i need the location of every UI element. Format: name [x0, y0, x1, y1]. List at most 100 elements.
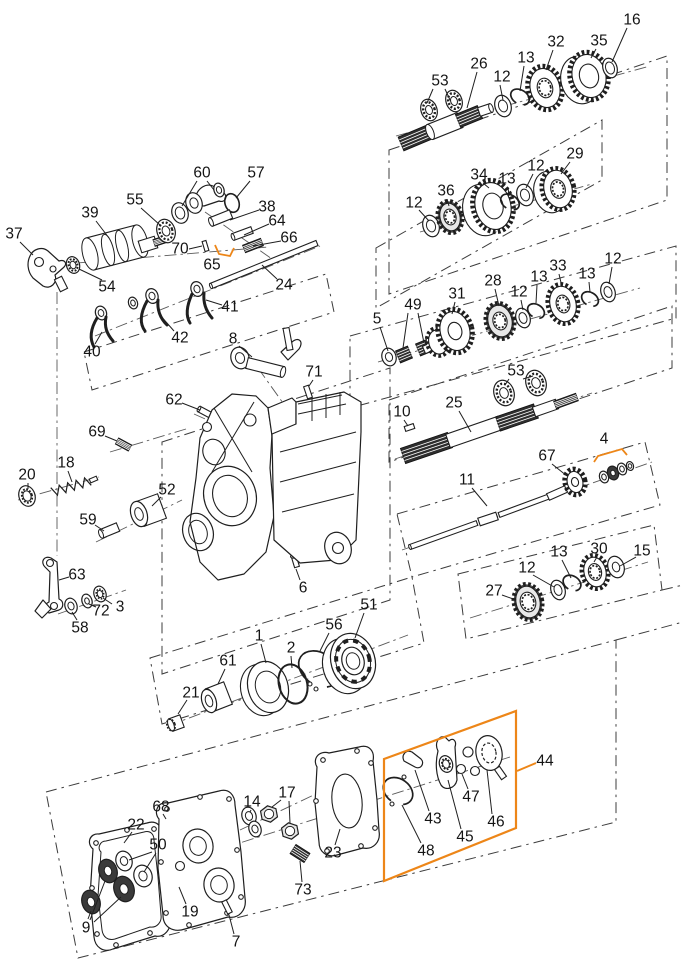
- leader-line-59: [94, 524, 105, 532]
- part-label-32: 32: [547, 34, 564, 51]
- assembly-group-boxes: [45, 55, 684, 959]
- part-label-59: 59: [79, 512, 96, 529]
- leader-line-26: [466, 71, 478, 109]
- part-label-63: 63: [68, 567, 85, 584]
- part-label-72: 72: [92, 603, 109, 620]
- parts-artwork: [18, 49, 635, 951]
- part-label-12: 12: [405, 195, 422, 212]
- leader-line-64: [243, 223, 270, 236]
- part-label-69: 69: [88, 424, 105, 441]
- part-label-35: 35: [590, 33, 607, 50]
- part-label-62: 62: [165, 392, 182, 409]
- part-label-4: 4: [600, 431, 609, 448]
- part-label-31: 31: [448, 286, 465, 303]
- part-label-36: 36: [437, 183, 454, 200]
- leader-line-12: [520, 299, 524, 311]
- part-label-1: 1: [255, 628, 264, 645]
- leader-line-13: [519, 65, 525, 92]
- part-label-40: 40: [83, 344, 101, 361]
- part-label-13: 13: [578, 266, 595, 283]
- leader-line-12: [418, 209, 430, 222]
- part-label-67: 67: [538, 448, 555, 465]
- part-label-43: 43: [424, 811, 441, 828]
- part-label-46: 46: [487, 814, 504, 831]
- leader-line-7: [228, 914, 235, 935]
- part-label-53: 53: [431, 73, 448, 90]
- leader-line-32: [545, 49, 554, 71]
- leader-line-53: [444, 88, 451, 101]
- leader-line-36: [446, 198, 450, 207]
- part-label-21: 21: [182, 685, 199, 702]
- leader-line-50: [128, 851, 153, 861]
- leader-line-31: [451, 301, 456, 315]
- part-label-66: 66: [280, 230, 297, 247]
- leader-line-69: [104, 435, 118, 442]
- part-label-27: 27: [485, 583, 502, 600]
- part-label-12: 12: [493, 69, 510, 86]
- part-label-3: 3: [116, 599, 125, 616]
- leader-line-5: [379, 326, 389, 352]
- leader-line-33: [558, 273, 563, 288]
- part-label-24: 24: [275, 277, 293, 294]
- part-label-6: 6: [299, 580, 308, 597]
- leader-line-17: [271, 799, 282, 808]
- leader-line-41: [205, 299, 223, 306]
- part-label-16: 16: [623, 12, 640, 29]
- part-label-50: 50: [149, 837, 167, 854]
- part-label-68: 68: [152, 799, 169, 816]
- part-label-19: 19: [181, 904, 198, 921]
- part-label-48: 48: [417, 843, 434, 860]
- part-label-53: 53: [507, 363, 524, 380]
- part-label-52: 52: [158, 482, 175, 499]
- leader-line-42: [158, 313, 175, 332]
- highlight-box: [382, 709, 518, 883]
- part-label-30: 30: [590, 541, 608, 558]
- leader-line-35: [590, 48, 597, 59]
- part-label-45: 45: [456, 829, 473, 846]
- part-label-7: 7: [232, 934, 241, 951]
- leader-line-12: [525, 173, 534, 189]
- leader-line-50: [143, 852, 157, 873]
- part-label-49: 49: [404, 297, 421, 314]
- part-label-9: 9: [82, 920, 91, 937]
- leader-line-60: [206, 180, 215, 191]
- part-label-57: 57: [247, 165, 264, 182]
- leader-line-29: [560, 161, 571, 175]
- leader-line-25: [458, 410, 472, 433]
- leader-line-13: [561, 559, 572, 579]
- leader-line-53: [426, 88, 434, 104]
- leader-line-17: [288, 800, 291, 824]
- part-label-18: 18: [57, 455, 74, 472]
- leader-line-43: [414, 769, 430, 812]
- part-label-20: 20: [18, 467, 36, 484]
- leader-line-19: [178, 886, 187, 905]
- leader-line-54: [78, 268, 103, 281]
- leader-line-66: [252, 240, 282, 247]
- part-label-60: 60: [193, 165, 211, 182]
- leader-line-67: [551, 463, 568, 477]
- part-label-10: 10: [393, 404, 411, 421]
- leader-line-55: [140, 207, 161, 226]
- part-label-12: 12: [604, 251, 621, 268]
- leader-line-8: [238, 345, 253, 358]
- part-label-23: 23: [324, 845, 341, 862]
- leader-line-9: [93, 896, 122, 923]
- leader-line-10: [403, 419, 409, 427]
- leader-line-51: [354, 612, 365, 639]
- highlight-bracket-4: [593, 447, 628, 463]
- leader-line-15: [619, 556, 637, 567]
- leader-line-24: [261, 264, 278, 280]
- part-label-39: 39: [81, 205, 98, 222]
- part-label-15: 15: [633, 543, 650, 560]
- part-label-47: 47: [462, 789, 479, 806]
- highlight-bracket-65: [214, 244, 235, 258]
- part-label-34: 34: [470, 167, 488, 184]
- part-label-14: 14: [243, 794, 261, 811]
- leader-line-1: [260, 643, 267, 664]
- leader-line-16: [611, 27, 628, 63]
- leader-line-12: [499, 84, 504, 101]
- part-label-12: 12: [518, 560, 535, 577]
- part-label-51: 51: [360, 597, 377, 614]
